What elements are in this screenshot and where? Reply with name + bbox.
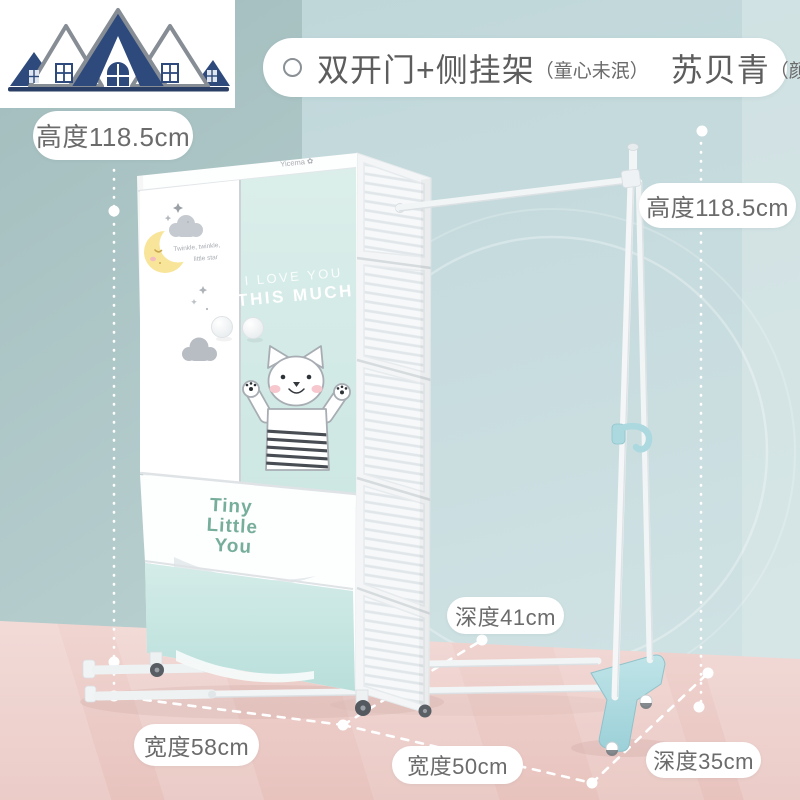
cat-illustration	[242, 345, 351, 471]
brand-mark: Yicema ✿	[280, 156, 314, 168]
wardrobe-cabinet: Yicema ✿	[137, 152, 432, 718]
title-main-2: 苏贝青	[670, 51, 770, 88]
brand-logo	[0, 0, 235, 108]
title-note-1: （童心未泯）	[534, 61, 649, 82]
star-sparkles	[164, 203, 209, 311]
cloud-illustration-2	[182, 337, 217, 361]
rack-top-bar	[395, 168, 641, 213]
label-cabinet-width: 宽度58cm	[134, 724, 259, 766]
cabinet-side-panel	[354, 152, 432, 715]
rack-hook	[611, 422, 653, 453]
title-main-1: 双开门+侧挂架	[317, 51, 535, 88]
drawer-lower	[145, 563, 355, 691]
rack-base-foot	[590, 654, 666, 752]
house-roofline-icon	[8, 8, 230, 92]
measurement-dots	[108, 125, 714, 789]
label-cabinet-height: 高度118.5cm	[33, 111, 193, 160]
drawer-text-1: Tiny	[209, 495, 253, 518]
product-title: 双开门+侧挂架 （童心未泯） 苏贝青 （颜色）	[263, 38, 800, 97]
twinkle-text-1: Twinkle, twinkle,	[173, 242, 221, 253]
label-rack-depth: 深度35cm	[646, 742, 761, 778]
cloud-illustration	[169, 215, 203, 237]
title-note-2: （颜色）	[769, 61, 800, 82]
drawer-text-3: You	[214, 535, 253, 558]
label-cabinet-depth: 深度41cm	[447, 597, 564, 634]
door-knobs	[211, 316, 264, 343]
label-rack-width: 宽度50cm	[392, 746, 523, 784]
cabinet-casters	[149, 651, 432, 718]
label-rack-height: 高度118.5cm	[639, 183, 796, 228]
twinkle-text-2: little star	[194, 254, 220, 263]
circle-outline-icon	[283, 58, 302, 77]
drawer-text-2: Little	[206, 515, 258, 539]
